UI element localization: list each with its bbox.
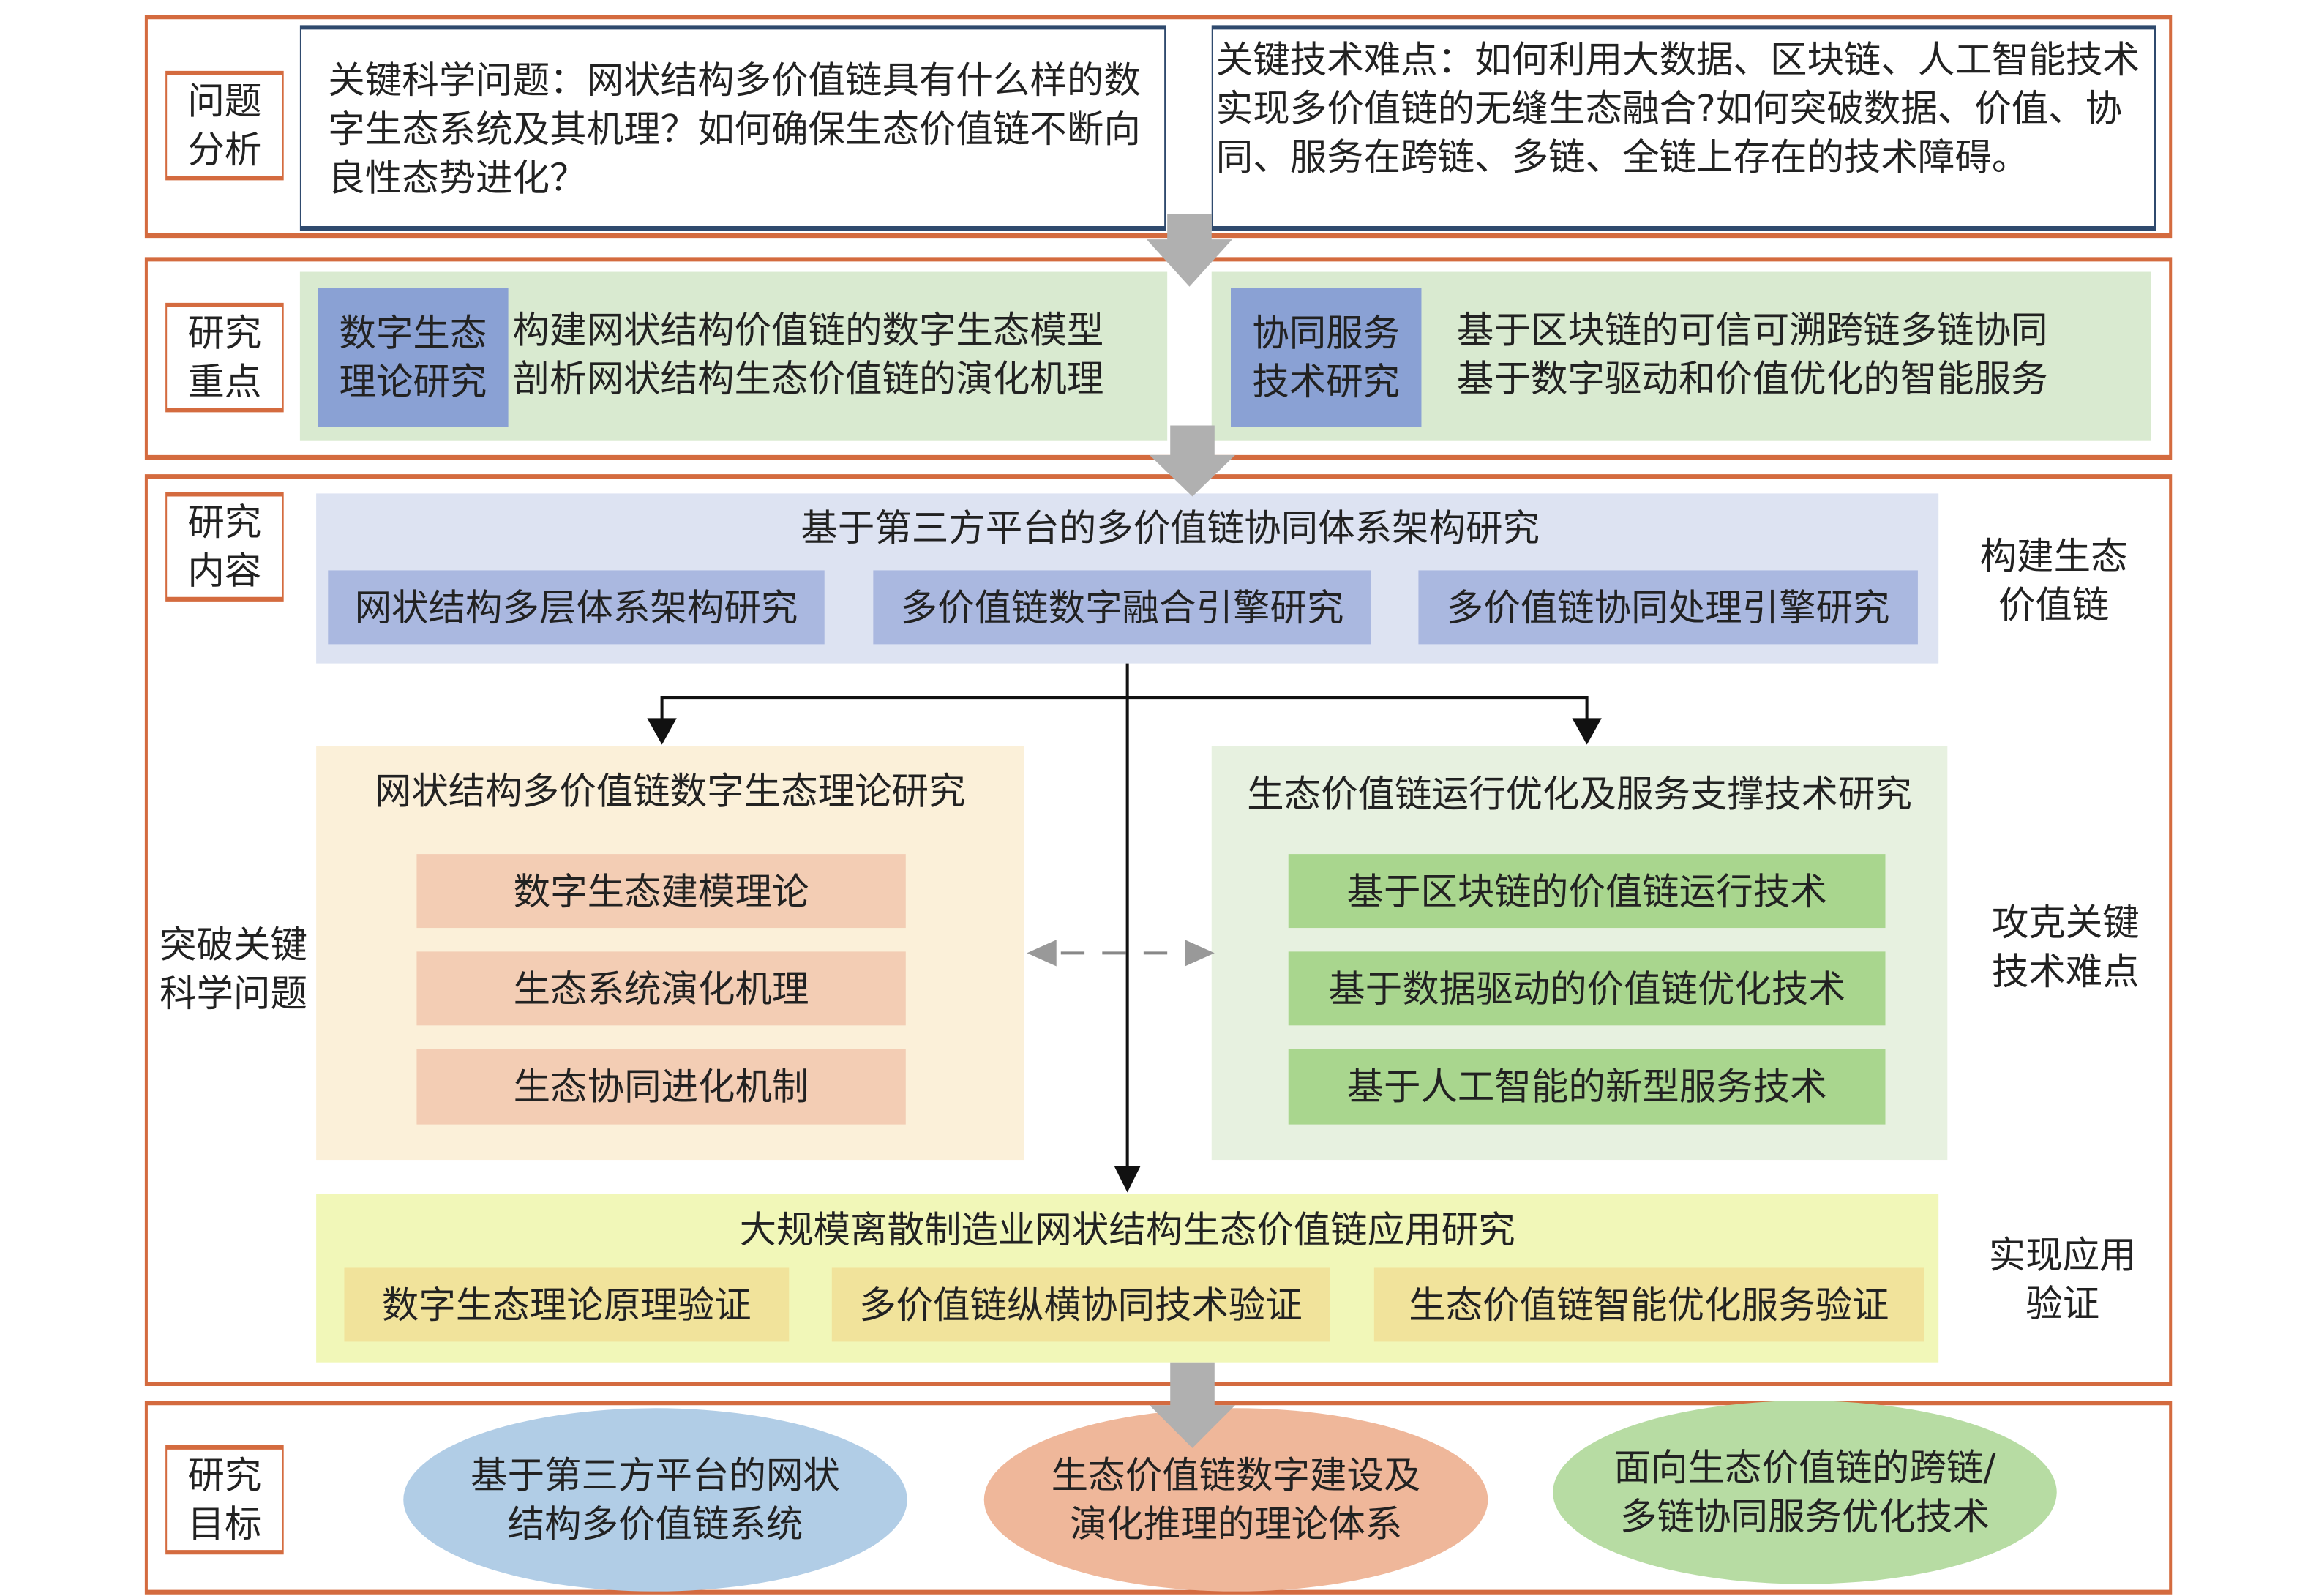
application-item: 数字生态理论原理验证	[344, 1267, 790, 1342]
flow-arrow-icon	[1149, 425, 1236, 497]
tech-title: 生态价值链运行优化及服务支撑技术研究	[1247, 773, 1912, 816]
platform-item: 多价值链协同处理引擎研究	[1418, 570, 1918, 645]
theory-item: 生态系统演化机理	[416, 951, 906, 1026]
platform-side-label: 构建生态 价值链	[1979, 534, 2128, 627]
arrow-left-icon	[1027, 940, 1057, 967]
research-focus-label: 研究 重点	[165, 302, 284, 413]
platform-item: 网状结构多层体系架构研究	[328, 570, 825, 645]
application-item: 生态价值链智能优化服务验证	[1373, 1267, 1924, 1342]
research-goal-section	[144, 1401, 2173, 1595]
theory-item: 数字生态建模理论	[416, 854, 906, 929]
research-goal-label: 研究 目标	[165, 1445, 284, 1555]
research-content-label: 研究 内容	[165, 492, 284, 602]
theory-title: 网状结构多价值链数字生态理论研究	[374, 770, 966, 813]
arrow-down-icon	[1114, 1166, 1141, 1193]
platform-title: 基于第三方平台的多价值链协同体系架构研究	[801, 506, 1540, 550]
tech-side-label: 攻克关键 技术难点	[1991, 901, 2140, 993]
problem-analysis-section	[144, 15, 2173, 239]
arrow-down-icon	[1572, 718, 1602, 745]
tech-focus-tag: 协同服务 技术研究	[1230, 288, 1422, 427]
tech-item: 基于区块链的价值链运行技术	[1288, 854, 1886, 929]
theory-focus-line: 剖析网状结构生态价值链的演化机理	[512, 357, 1104, 401]
flow-arrow-icon	[1149, 1362, 1236, 1448]
application-item: 多价值链纵横协同技术验证	[831, 1267, 1330, 1342]
tech-item: 基于数据驱动的价值链优化技术	[1288, 951, 1886, 1026]
goal-ellipse: 面向生态价值链的跨链/ 多链协同服务优化技术	[1553, 1401, 2057, 1584]
theory-focus-line: 构建网状结构价值链的数字生态模型	[512, 309, 1104, 352]
goal-ellipse: 生态价值链数字建设及 演化推理的理论体系	[983, 1408, 1488, 1592]
tech-item: 基于人工智能的新型服务技术	[1288, 1049, 1886, 1125]
tech-focus-line: 基于区块链的可信可溯跨链多链协同	[1456, 309, 2048, 352]
application-side-label: 实现应用 验证	[1988, 1234, 2137, 1326]
flow-arrow-icon	[1146, 214, 1233, 287]
theory-item: 生态协同进化机制	[416, 1049, 906, 1125]
key-tech-difficulty: 关键技术难点：如何利用大数据、区块链、人工智能技术实现多价值链的无缝生态融合?如…	[1211, 25, 2156, 231]
arrow-right-icon	[1185, 940, 1215, 967]
tech-focus-line: 基于数字驱动和价值优化的智能服务	[1456, 357, 2048, 401]
connector-line	[660, 696, 1589, 724]
goal-ellipse: 基于第三方平台的网状 结构多价值链系统	[403, 1408, 907, 1592]
application-title: 大规模离散制造业网状结构生态价值链应用研究	[739, 1208, 1515, 1252]
arrow-down-icon	[647, 718, 677, 745]
key-science-question: 关键科学问题：网状结构多价值链具有什么样的数字生态系统及其机理？如何确保生态价值…	[299, 25, 1166, 231]
research-content-section	[144, 474, 2173, 1387]
platform-item: 多价值链数字融合引擎研究	[873, 570, 1371, 645]
problem-analysis-label: 问题 分析	[165, 70, 284, 181]
theory-focus-tag: 数字生态 理论研究	[318, 288, 509, 427]
theory-side-label: 突破关键 科学问题	[160, 923, 307, 1016]
